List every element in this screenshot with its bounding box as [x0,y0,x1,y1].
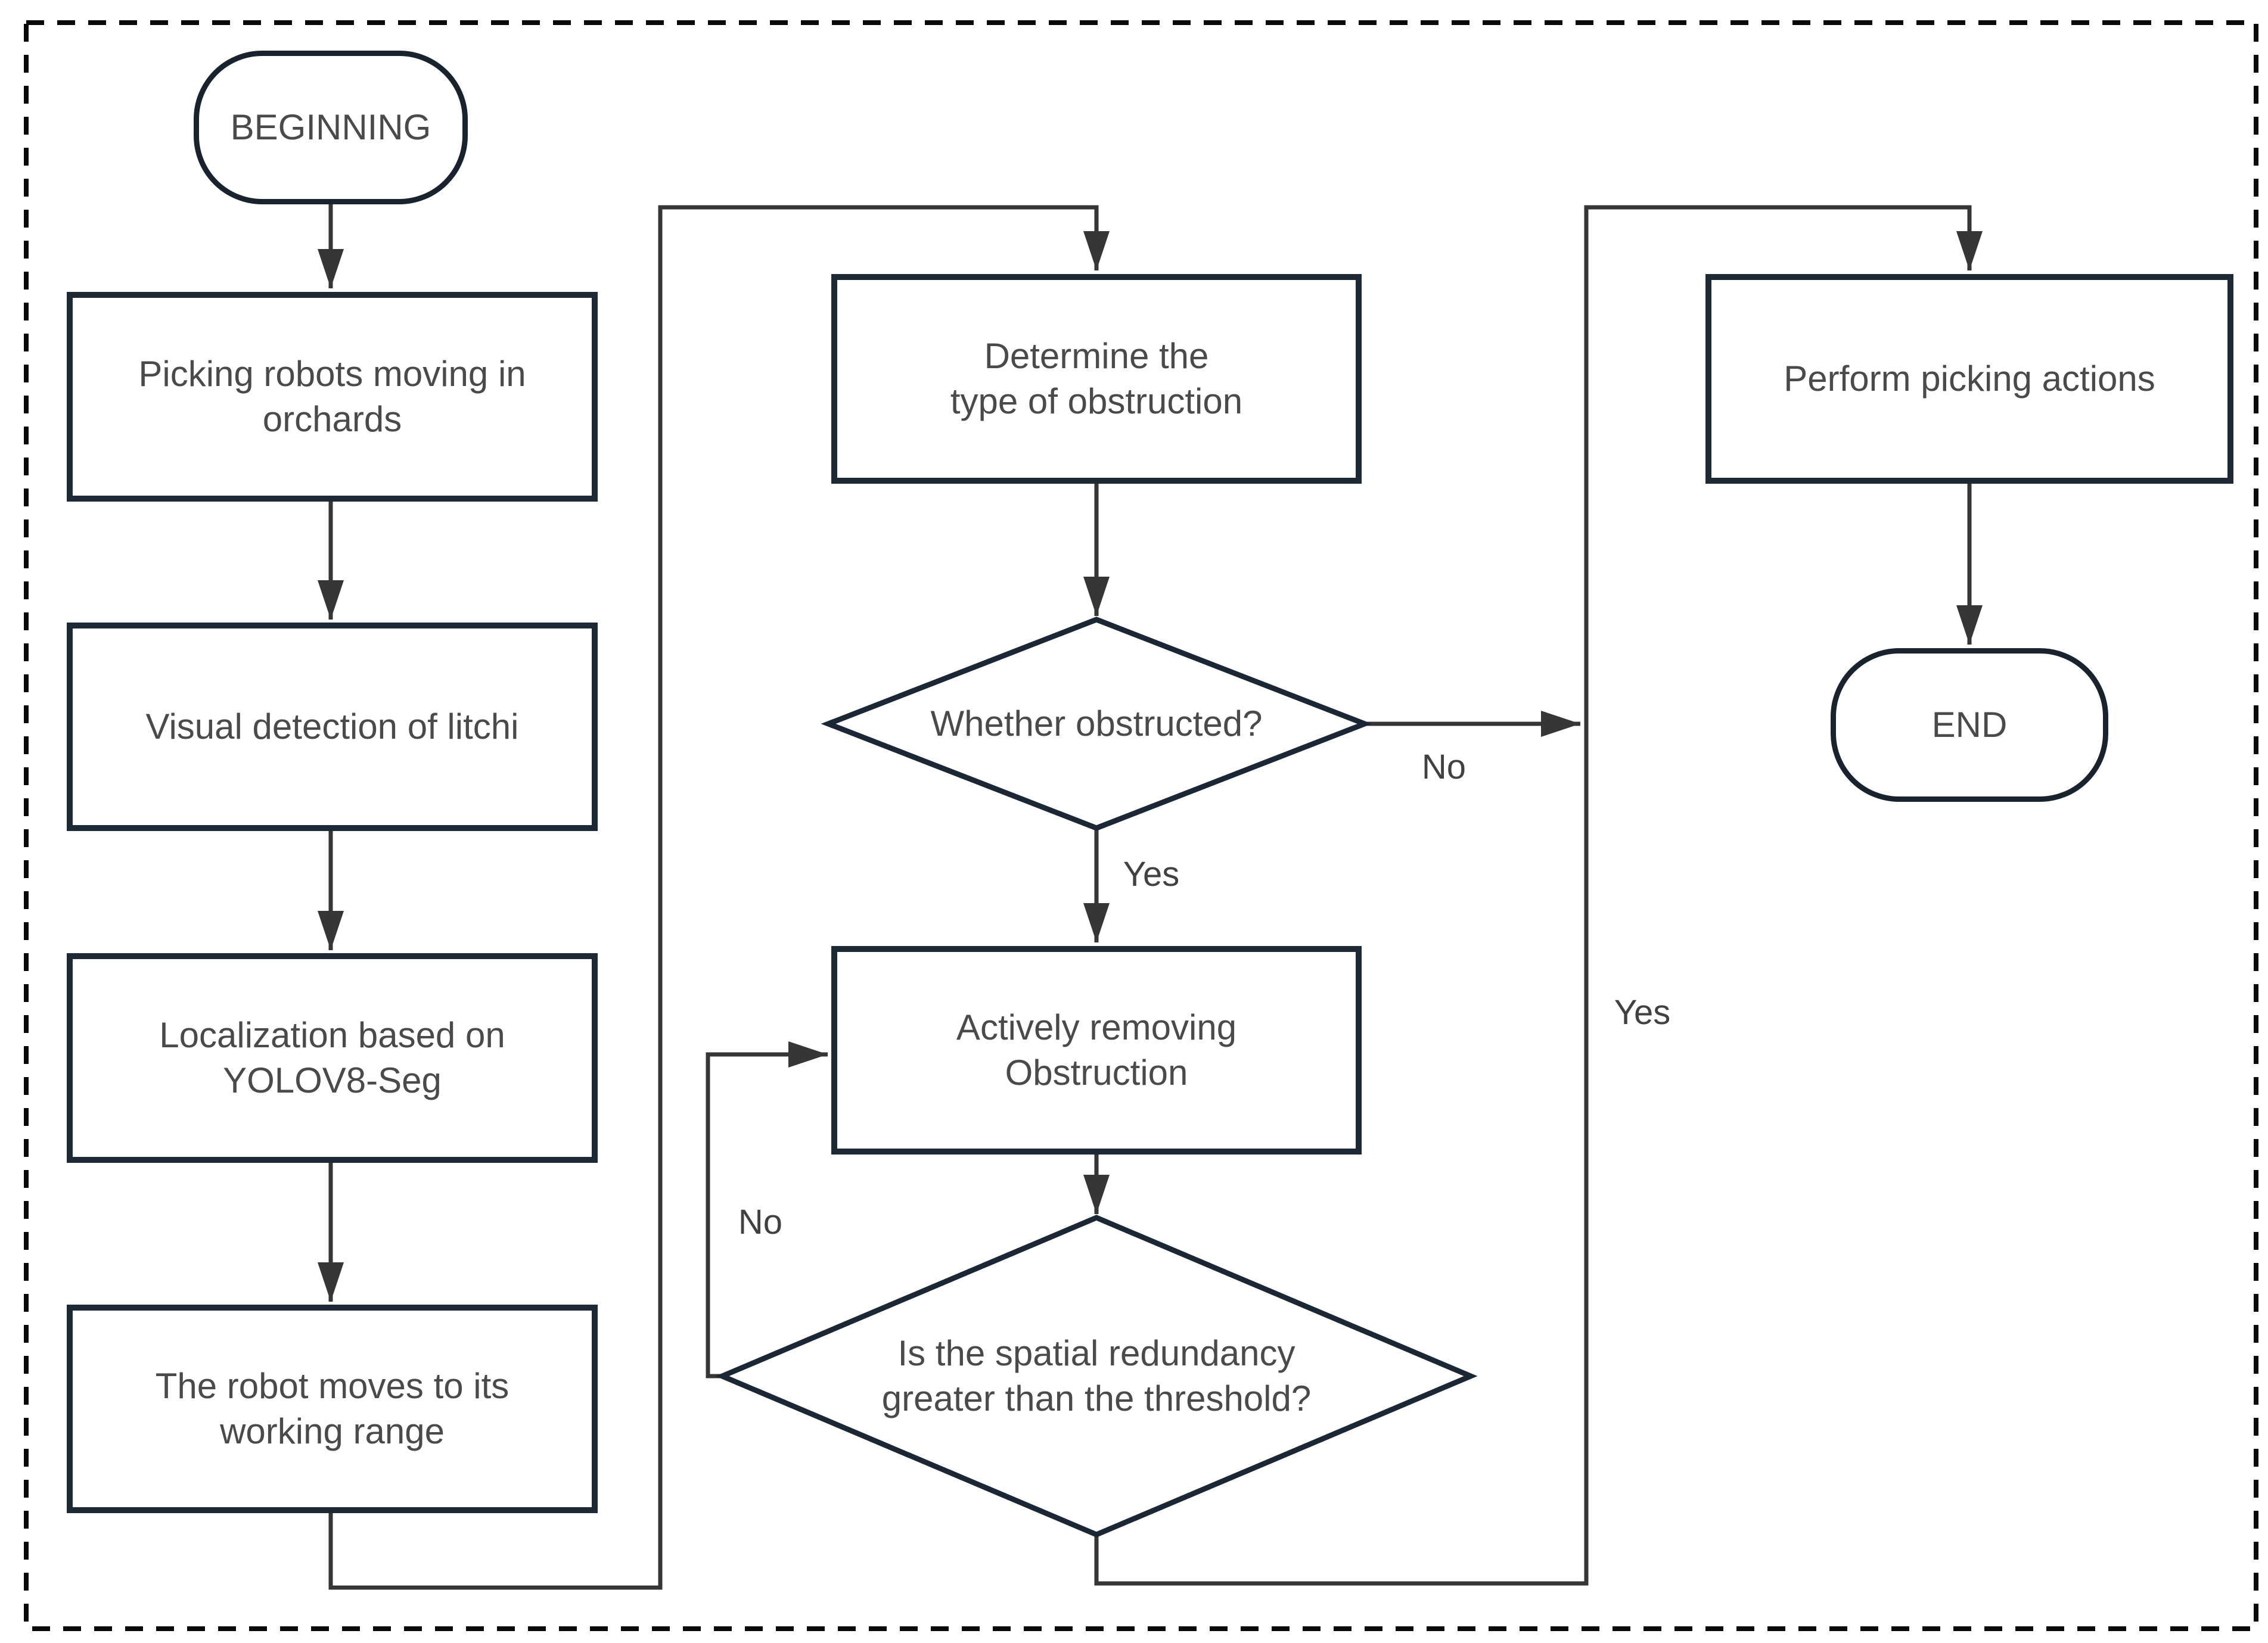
node-perform-picking: Perform picking actions [1705,274,2233,484]
node-determine-type: Determine the type of obstruction [831,274,1362,484]
decision-text-whether-obstructed: Whether obstructed? [930,704,1263,744]
edge-robot-moves-to-determine [328,205,1110,1590]
edge-redundancy-yes-to-perform [1094,205,1983,1586]
edge-label-threshold-yes: Yes [1614,993,1671,1032]
node-robot-moves: The robot moves to its working range [67,1305,598,1513]
edge-label-obstructed-yes: Yes [1123,855,1180,894]
node-localization: Localization based on YOLOV8-Seg [67,953,598,1163]
decision-diamond-whether-obstructed [821,617,1372,831]
node-end: END [1831,648,2108,802]
edge-redundancy-no-loop [706,1041,828,1378]
node-visual-detection: Visual detection of litchi [67,623,598,831]
node-picking-robots: Picking robots moving in orchards [67,292,598,502]
node-beginning: BEGINNING [194,51,468,204]
decision-text-spatial-redundancy: Is the spatial redundancy greater than t… [881,1333,1312,1418]
edge-label-obstructed-no: No [1421,748,1467,786]
edge-label-threshold-no: No [738,1203,783,1241]
decision-diamond-spatial-redundancy [715,1215,1478,1538]
node-actively-removing: Actively removing Obstruction [831,946,1362,1155]
